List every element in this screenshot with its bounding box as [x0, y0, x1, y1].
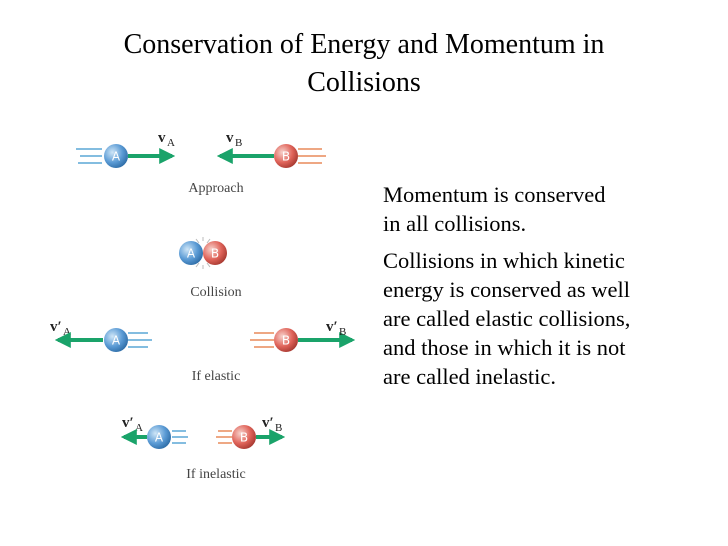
ball-a-approach	[104, 144, 128, 168]
approach-row: A v A B v B Approach	[76, 130, 326, 196]
paragraph-elastic-line-4: and those in which it is not	[383, 335, 626, 360]
paragraph-elastic-line-2: energy is conserved as well	[383, 277, 631, 302]
ball-b-collision-label: B	[211, 247, 219, 261]
vector-vb-prime-inelastic-sub: B	[275, 422, 282, 434]
paragraph-elastic-line-3: are called elastic collisions,	[383, 306, 631, 331]
vector-va-prime-elastic: v′	[50, 319, 62, 335]
ball-b-approach-label: B	[282, 150, 290, 164]
ball-a-inelastic	[147, 425, 171, 449]
vector-vb: v	[226, 130, 234, 146]
vector-vb-prime-elastic-sub: B	[339, 326, 346, 338]
ball-b-inelastic	[232, 425, 256, 449]
ball-a-collision-label: A	[187, 247, 196, 261]
caption-inelastic: If inelastic	[186, 467, 245, 482]
inelastic-row: v′ A A B v′ B If inelastic	[120, 415, 286, 482]
caption-elastic: If elastic	[192, 369, 241, 384]
paragraph-momentum-line-2: in all collisions.	[383, 211, 527, 236]
vector-va-prime-inelastic: v′	[122, 415, 134, 431]
collision-diagram: A v A B v B Approach A B Collision v′ A	[50, 130, 356, 482]
paragraph-momentum: Momentum is conserved in all collisions.	[383, 180, 728, 238]
body-text: Momentum is conserved in all collisions.…	[383, 180, 728, 399]
paragraph-elastic-line-1: Collisions in which kinetic	[383, 248, 625, 273]
vector-vb-prime-inelastic: v′	[262, 415, 274, 431]
collision-row: A B Collision	[179, 237, 242, 300]
vector-va: v	[158, 130, 166, 146]
ball-b-approach	[274, 144, 298, 168]
impact-burst	[195, 237, 211, 269]
ball-a-collision	[179, 241, 203, 265]
ball-a-approach-label: A	[112, 150, 121, 164]
vector-va-prime-elastic-sub: A	[63, 326, 71, 338]
ball-a-inelastic-label: A	[155, 431, 164, 445]
ball-b-collision	[203, 241, 227, 265]
paragraph-elastic-definition: Collisions in which kinetic energy is co…	[383, 246, 728, 391]
elastic-row: v′ A A B v′ B If elastic	[50, 319, 356, 384]
page-title: Conservation of Energy and Momentum in C…	[0, 26, 728, 102]
paragraph-momentum-line-1: Momentum is conserved	[383, 182, 606, 207]
paragraph-elastic-line-5: are called inelastic.	[383, 364, 557, 389]
ball-b-elastic	[274, 328, 298, 352]
vector-va-prime-inelastic-sub: A	[135, 422, 143, 434]
ball-b-inelastic-label: B	[240, 431, 248, 445]
ball-b-elastic-label: B	[282, 334, 290, 348]
vector-vb-prime-elastic: v′	[326, 319, 338, 335]
trail-b-elastic	[250, 332, 274, 348]
ball-a-elastic	[104, 328, 128, 352]
ball-a-elastic-label: A	[112, 334, 121, 348]
caption-approach: Approach	[188, 181, 243, 196]
trail-b-approach	[298, 148, 326, 164]
title-line-2: Collisions	[307, 67, 421, 98]
trail-a-elastic	[128, 332, 152, 348]
trail-b-inelastic	[216, 430, 232, 444]
title-line-1: Conservation of Energy and Momentum in	[123, 29, 605, 60]
trail-a-inelastic	[172, 430, 188, 444]
vector-vb-sub: B	[235, 137, 242, 149]
caption-collision: Collision	[190, 285, 241, 300]
vector-va-sub: A	[167, 137, 175, 149]
trail-a-approach	[76, 148, 102, 164]
